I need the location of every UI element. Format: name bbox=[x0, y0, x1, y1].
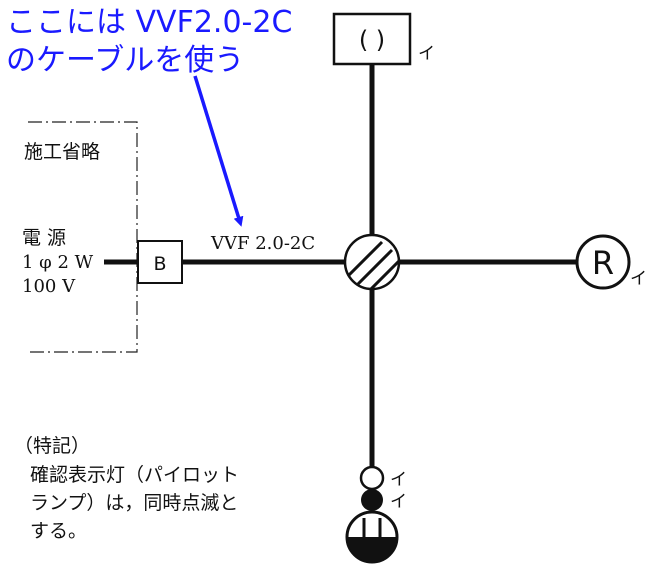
annotation-line-1: ここには VVF2.0-2C bbox=[6, 5, 292, 40]
annotation-line-2: のケーブルを使う bbox=[6, 43, 244, 78]
omitted-area-label: 施工省略 bbox=[24, 141, 100, 163]
special-note-line-2: ランプ）は，同時点滅と bbox=[30, 492, 238, 514]
receptacle-light-switch-label: イ bbox=[630, 269, 647, 289]
ceiling-light-box bbox=[332, 12, 412, 66]
special-note-line-3: する。 bbox=[30, 520, 87, 542]
outlet-icon bbox=[345, 510, 399, 564]
pilot-lamp-switch-label: イ bbox=[390, 470, 407, 490]
power-source-label: 電 源 bbox=[22, 227, 66, 249]
breaker-box bbox=[137, 240, 183, 284]
power-source-phase: 1 φ 2 W bbox=[22, 252, 94, 273]
omitted-area-outline bbox=[28, 121, 138, 353]
junction-box bbox=[343, 233, 401, 291]
switch-icon bbox=[361, 489, 383, 511]
pilot-lamp-icon bbox=[359, 465, 385, 491]
special-note-title: （特記） bbox=[14, 435, 90, 457]
cable-label: VVF 2.0-2C bbox=[210, 233, 315, 254]
ceiling-light-symbol: ( ) bbox=[359, 26, 385, 54]
switch-switch-label: イ bbox=[390, 492, 407, 512]
special-note-line-1: 確認表示灯（パイロット bbox=[30, 464, 239, 486]
annotation-arrow bbox=[193, 75, 244, 227]
breaker-label: B bbox=[153, 253, 166, 275]
ceiling-light-switch-label: イ bbox=[418, 44, 435, 64]
receptacle-light-circle bbox=[575, 234, 631, 290]
power-source-voltage: 100 V bbox=[22, 276, 76, 297]
receptacle-light-symbol: R bbox=[592, 244, 614, 282]
